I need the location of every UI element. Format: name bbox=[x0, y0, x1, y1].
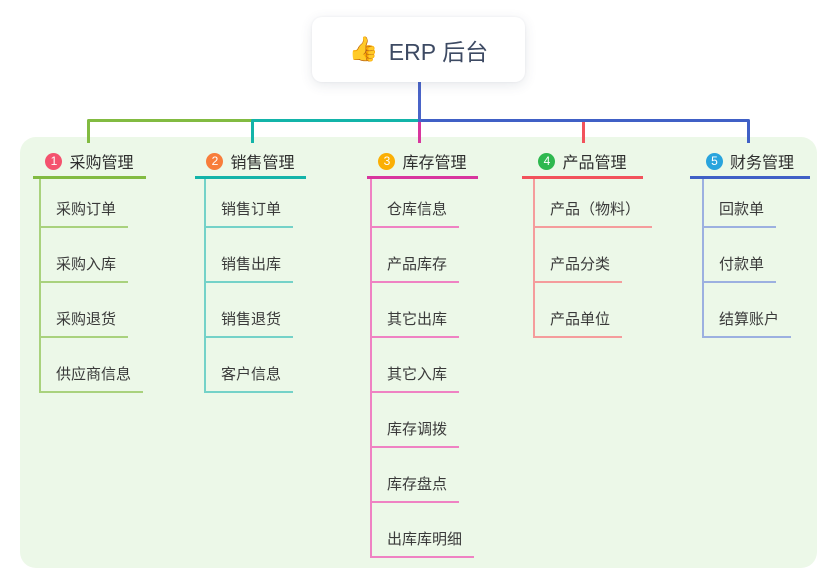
branch2-children: 销售订单 销售出库 销售退货 客户信息 bbox=[204, 179, 294, 393]
child-node-warehouse-info[interactable]: 仓库信息 bbox=[372, 179, 460, 228]
child-node-stock-transfer[interactable]: 库存调拨 bbox=[372, 393, 460, 448]
branch5-label: 财务管理 bbox=[729, 155, 794, 172]
branch5-children: 回款单 付款单 结算账户 bbox=[702, 179, 792, 338]
branch3-label: 库存管理 bbox=[402, 155, 467, 172]
child-node-receipt-bill[interactable]: 回款单 bbox=[704, 179, 777, 228]
child-node-sales-return[interactable]: 销售退货 bbox=[206, 283, 294, 338]
branch4-number-badge: 4 bbox=[538, 152, 556, 170]
branch1-number-badge: 1 bbox=[45, 152, 63, 170]
branch1-label: 采购管理 bbox=[69, 155, 134, 172]
child-node-product-category[interactable]: 产品分类 bbox=[535, 228, 623, 283]
branch1-children: 采购订单 采购入库 采购退货 供应商信息 bbox=[39, 179, 144, 393]
child-node-product-stock[interactable]: 产品库存 bbox=[372, 228, 460, 283]
child-node-payment-bill[interactable]: 付款单 bbox=[704, 228, 777, 283]
child-node-purchase-inbound[interactable]: 采购入库 bbox=[41, 228, 129, 283]
branch3-children: 仓库信息 产品库存 其它出库 其它入库 库存调拨 库存盘点 出库库明细 bbox=[370, 179, 475, 558]
child-node-settlement-account[interactable]: 结算账户 bbox=[704, 283, 792, 338]
root-node[interactable]: 👍 ERP 后台 bbox=[312, 17, 525, 82]
child-node-purchase-return[interactable]: 采购退货 bbox=[41, 283, 129, 338]
branch2-label: 销售管理 bbox=[230, 155, 295, 172]
branch-node-inventory[interactable]: 3 库存管理 bbox=[367, 146, 478, 179]
branch-node-product[interactable]: 4 产品管理 bbox=[522, 146, 643, 179]
child-node-other-outbound[interactable]: 其它出库 bbox=[372, 283, 460, 338]
branch3-number-badge: 3 bbox=[378, 152, 396, 170]
branch-node-sales[interactable]: 2 销售管理 bbox=[195, 146, 306, 179]
child-node-product-unit[interactable]: 产品单位 bbox=[535, 283, 623, 338]
branch-node-finance[interactable]: 5 财务管理 bbox=[690, 146, 810, 179]
child-node-sales-order[interactable]: 销售订单 bbox=[206, 179, 294, 228]
child-node-purchase-order[interactable]: 采购订单 bbox=[41, 179, 129, 228]
branch5-number-badge: 5 bbox=[705, 152, 723, 170]
child-node-outbound-detail[interactable]: 出库库明细 bbox=[372, 503, 475, 558]
child-node-product-material[interactable]: 产品（物料） bbox=[535, 179, 653, 228]
child-node-other-inbound[interactable]: 其它入库 bbox=[372, 338, 460, 393]
branch4-label: 产品管理 bbox=[562, 155, 627, 172]
root-label: ERP 后台 bbox=[388, 38, 489, 65]
child-node-supplier-info[interactable]: 供应商信息 bbox=[41, 338, 144, 393]
thumbs-up-icon: 👍 bbox=[348, 36, 379, 63]
mindmap-background-panel bbox=[20, 137, 817, 568]
branch-node-purchase[interactable]: 1 采购管理 bbox=[33, 146, 146, 179]
child-node-customer-info[interactable]: 客户信息 bbox=[206, 338, 294, 393]
child-node-sales-outbound[interactable]: 销售出库 bbox=[206, 228, 294, 283]
child-node-stock-count[interactable]: 库存盘点 bbox=[372, 448, 460, 503]
branch4-children: 产品（物料） 产品分类 产品单位 bbox=[533, 179, 653, 338]
branch2-number-badge: 2 bbox=[206, 152, 224, 170]
